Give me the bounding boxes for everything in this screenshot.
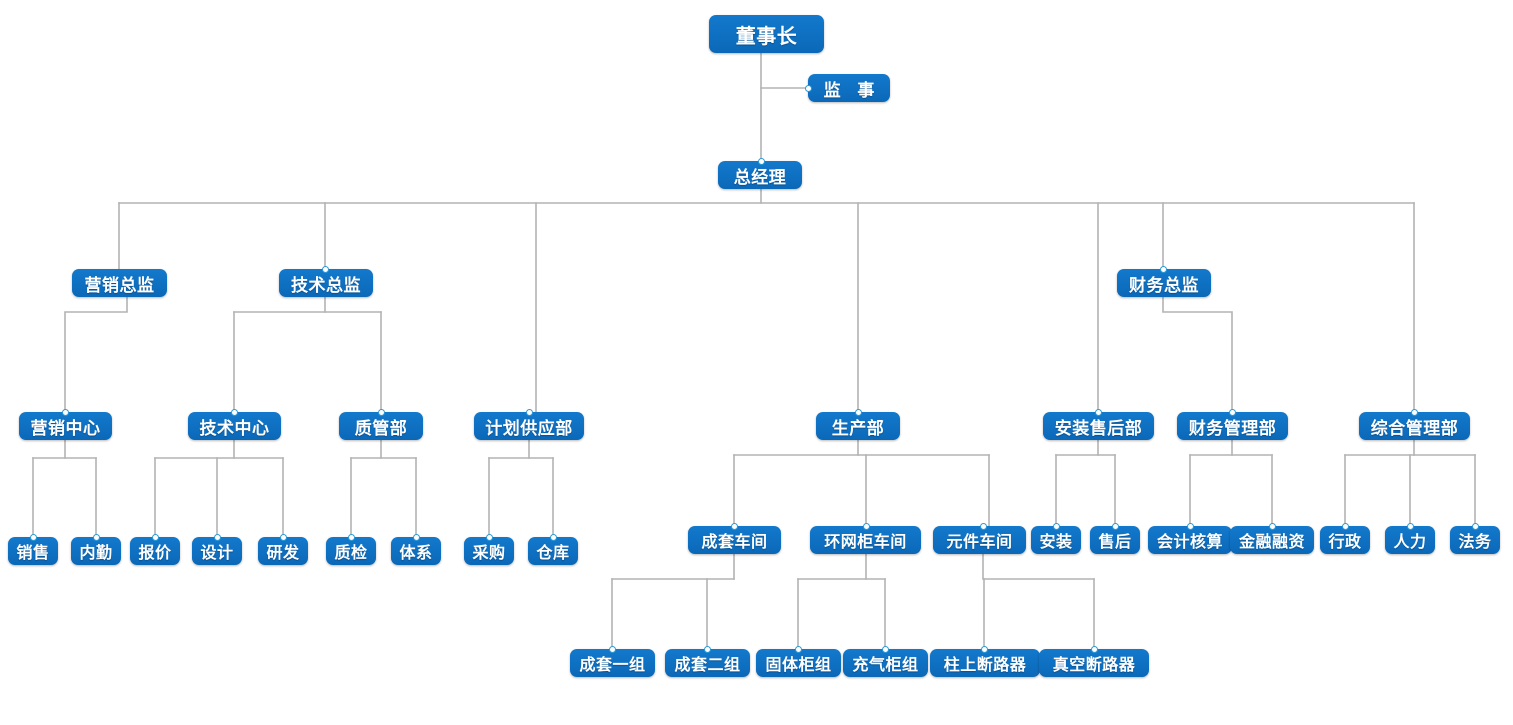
connector-fin-dir-stem xyxy=(1162,296,1233,413)
org-node-prod_dept[interactable]: 生产部 xyxy=(816,412,900,440)
org-node-legal[interactable]: 法务 xyxy=(1450,526,1500,554)
org-node-gm[interactable]: 总经理 xyxy=(718,161,802,189)
connector-mkt-dir-stem xyxy=(64,296,128,413)
org-node-mkt_center[interactable]: 营销中心 xyxy=(19,412,112,440)
org-node-supervisor[interactable]: 监 事 xyxy=(808,74,890,102)
org-node-tech_center[interactable]: 技术中心 xyxy=(188,412,281,440)
org-node-ws_comp[interactable]: 元件车间 xyxy=(933,526,1026,554)
org-node-aftersale[interactable]: 售后 xyxy=(1090,526,1140,554)
org-node-finance[interactable]: 金融融资 xyxy=(1230,526,1314,554)
org-node-fin_dir[interactable]: 财务总监 xyxy=(1117,269,1211,297)
org-node-rnd[interactable]: 研发 xyxy=(258,537,308,565)
org-node-ws_rmu[interactable]: 环网柜车间 xyxy=(810,526,921,554)
org-node-ws_assy[interactable]: 成套车间 xyxy=(688,526,781,554)
org-node-warehouse[interactable]: 仓库 xyxy=(528,537,578,565)
org-node-pole_brk[interactable]: 柱上断路器 xyxy=(930,649,1040,677)
org-node-gen_mgmt[interactable]: 综合管理部 xyxy=(1359,412,1470,440)
org-node-qa_dept[interactable]: 质管部 xyxy=(339,412,423,440)
org-node-fin_mgmt[interactable]: 财务管理部 xyxy=(1177,412,1288,440)
org-node-inside[interactable]: 内勤 xyxy=(71,537,121,565)
org-node-purchase[interactable]: 采购 xyxy=(464,537,514,565)
org-node-assy_g1[interactable]: 成套一组 xyxy=(570,649,655,677)
org-node-vac_brk[interactable]: 真空断路器 xyxy=(1039,649,1149,677)
org-node-assy_g2[interactable]: 成套二组 xyxy=(665,649,750,677)
org-node-tech_dir[interactable]: 技术总监 xyxy=(279,269,373,297)
org-node-quote[interactable]: 报价 xyxy=(130,537,180,565)
org-node-sales[interactable]: 销售 xyxy=(8,537,58,565)
org-node-hr[interactable]: 人力 xyxy=(1385,526,1435,554)
org-node-solid_cab[interactable]: 固体柜组 xyxy=(756,649,841,677)
org-node-admin[interactable]: 行政 xyxy=(1320,526,1370,554)
org-node-chairman[interactable]: 董事长 xyxy=(709,15,824,53)
org-node-mkt_dir[interactable]: 营销总监 xyxy=(72,269,167,297)
org-node-plan_dept[interactable]: 计划供应部 xyxy=(474,412,584,440)
org-node-install_aft[interactable]: 安装售后部 xyxy=(1043,412,1154,440)
org-node-install[interactable]: 安装 xyxy=(1031,526,1081,554)
org-node-system[interactable]: 体系 xyxy=(391,537,441,565)
org-node-gas_cab[interactable]: 充气柜组 xyxy=(843,649,928,677)
org-node-qc[interactable]: 质检 xyxy=(326,537,376,565)
org-node-design[interactable]: 设计 xyxy=(192,537,242,565)
org-node-accounting[interactable]: 会计核算 xyxy=(1148,526,1232,554)
